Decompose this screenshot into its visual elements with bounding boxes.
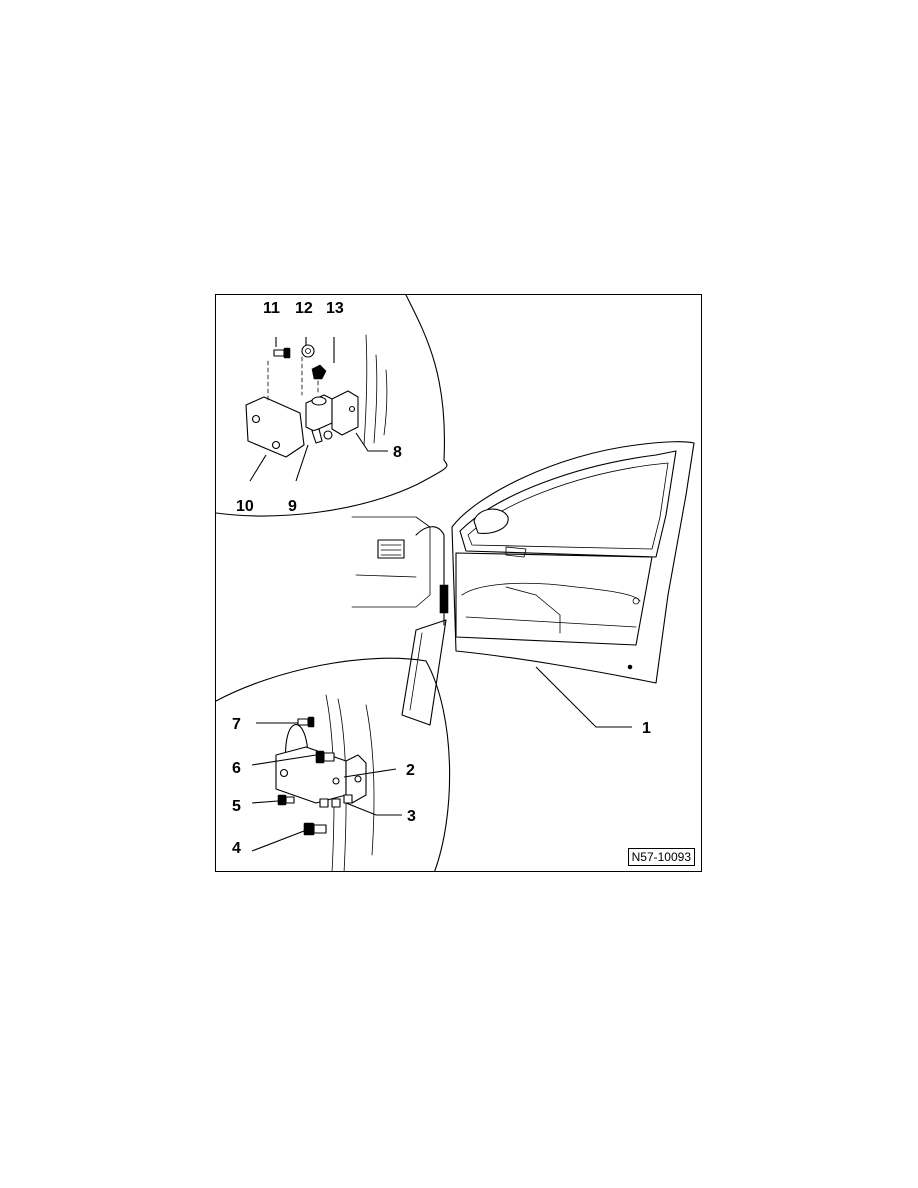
car-door-illustration <box>351 441 695 726</box>
door-hinge-diagram: 11 12 13 8 10 9 1 7 6 2 5 3 4 N57-10093 <box>215 294 702 872</box>
callout-10: 10 <box>236 498 254 515</box>
callout-12: 12 <box>295 300 313 317</box>
callout-4: 4 <box>232 840 241 857</box>
bolt-5 <box>277 794 295 806</box>
callout-8: 8 <box>393 444 402 461</box>
bolts-3 <box>319 794 353 808</box>
screw-11 <box>273 347 291 359</box>
upper-hinge-detail <box>216 295 448 517</box>
washer-12 <box>301 344 315 358</box>
callout-2: 2 <box>406 762 415 779</box>
callout-5: 5 <box>232 798 241 815</box>
nut-13 <box>311 364 327 380</box>
callout-1: 1 <box>642 720 651 737</box>
figure-reference-code: N57-10093 <box>627 848 695 866</box>
bolt-6 <box>315 750 335 764</box>
leader-lines <box>249 337 632 852</box>
lower-hinge-detail <box>216 657 451 871</box>
callout-11: 11 <box>263 300 280 317</box>
callout-9: 9 <box>288 498 297 515</box>
callout-3: 3 <box>407 808 416 825</box>
callout-7: 7 <box>232 716 241 733</box>
callout-13: 13 <box>326 300 344 317</box>
bolt-7 <box>297 716 315 728</box>
diagram-drawing: 11 12 13 8 10 9 1 7 6 2 5 3 4 <box>216 295 695 871</box>
callout-6: 6 <box>232 760 241 777</box>
bolt-4 <box>303 822 327 836</box>
